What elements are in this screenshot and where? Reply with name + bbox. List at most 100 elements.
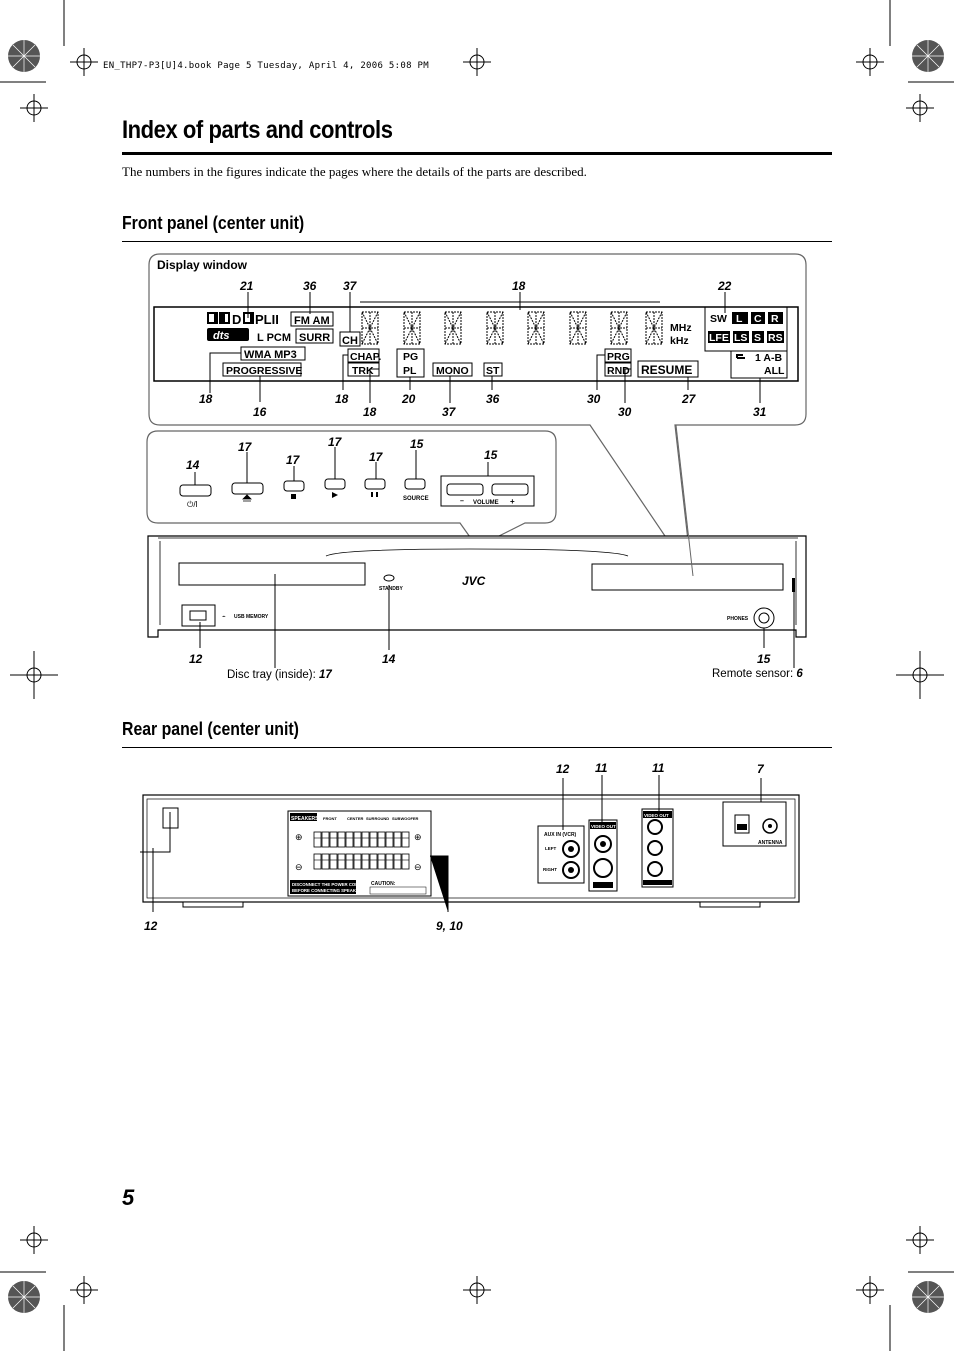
rs-indicator-box xyxy=(767,331,784,343)
speaker-terminal[interactable] xyxy=(353,831,362,848)
rear-top-number: 11 xyxy=(652,761,665,775)
volume-up-button[interactable] xyxy=(491,483,529,496)
minus-terminal-icon: ⊖ xyxy=(414,862,422,872)
s-video-jack[interactable] xyxy=(593,858,613,878)
page-title: Index of parts and controls xyxy=(122,116,393,144)
speaker-terminal[interactable] xyxy=(393,831,402,848)
progressive-indicator: PROGRESSIVE xyxy=(226,365,302,377)
speaker-terminal[interactable] xyxy=(401,831,410,848)
unit-side-bevels xyxy=(159,541,797,625)
display-bottom-number: 18 xyxy=(199,392,213,406)
pg-indicator: PG xyxy=(403,351,418,363)
st-indicator-box xyxy=(483,362,503,377)
power-icon: ⏻/I xyxy=(187,500,198,509)
display-bottom-number: 30 xyxy=(587,392,601,406)
disc-tray[interactable] xyxy=(178,562,366,586)
speaker-terminal[interactable] xyxy=(345,831,354,848)
component-pb-jack[interactable] xyxy=(647,840,663,856)
prg-indicator: PRG xyxy=(607,351,630,363)
display-bottom-number: 18 xyxy=(335,392,349,406)
video-out-panel xyxy=(588,819,618,892)
disc-tray-caption: Disc tray (inside): 17 xyxy=(227,669,332,681)
speakers-label: SPEAKERS xyxy=(291,816,319,822)
minus-terminal-icon: ⊖ xyxy=(295,862,303,872)
button-number: 17 xyxy=(328,435,343,449)
speaker-terminal[interactable] xyxy=(393,853,402,870)
lpcm-indicator: L PCM xyxy=(257,332,291,344)
disconnect-warning-line2: BEFORE CONNECTING SPEAKERS xyxy=(292,888,365,893)
speaker-terminal[interactable] xyxy=(321,853,330,870)
video-out-label-box xyxy=(590,822,616,829)
speaker-terminal[interactable] xyxy=(361,853,370,870)
ls-indicator-box xyxy=(733,331,749,343)
intro-text: The numbers in the figures indicate the … xyxy=(122,164,587,179)
speaker-terminal[interactable] xyxy=(337,831,346,848)
r-indicator: R xyxy=(771,313,779,325)
progressive-indicator-box xyxy=(222,362,302,377)
mono-indicator: MONO xyxy=(436,365,469,377)
title-rule xyxy=(122,152,832,155)
mhz-indicator: MHz xyxy=(670,322,692,334)
disconnect-warning-box xyxy=(290,880,356,894)
speakers-label-box xyxy=(290,813,317,821)
plus-terminal-icon: ⊕ xyxy=(295,832,303,842)
speaker-terminal[interactable] xyxy=(377,853,386,870)
speaker-terminal[interactable] xyxy=(337,853,346,870)
phones-label: PHONES xyxy=(727,616,749,622)
remote-sensor xyxy=(792,578,795,592)
component-y-jack[interactable] xyxy=(647,819,663,835)
pause-button[interactable] xyxy=(364,478,386,490)
speaker-terminal[interactable] xyxy=(377,831,386,848)
display-top-number: 21 xyxy=(239,279,254,293)
button-number: 17 xyxy=(238,440,253,454)
speaker-terminal[interactable] xyxy=(329,831,338,848)
segment-cell xyxy=(569,311,587,345)
dts-icon-text: dts xyxy=(213,330,230,342)
surr-indicator: SURR xyxy=(299,332,330,344)
speaker-terminal[interactable] xyxy=(313,853,322,870)
speaker-terminal[interactable] xyxy=(369,831,378,848)
play-icon xyxy=(332,492,338,498)
fm-antenna-jack-pin xyxy=(768,824,772,828)
surround-label: SURROUND xyxy=(366,816,389,821)
rear-section-rule xyxy=(122,747,832,748)
speaker-terminal[interactable] xyxy=(345,853,354,870)
rear-top-number: 7 xyxy=(757,762,765,776)
component-label-box xyxy=(643,811,672,818)
source-button[interactable] xyxy=(404,478,426,490)
center-unit-rear-body xyxy=(142,794,800,903)
aux-in-label: AUX IN (VCR) xyxy=(544,832,577,838)
aux-left-jack-pin xyxy=(568,846,574,852)
speaker-terminal[interactable] xyxy=(313,831,322,848)
speaker-terminal[interactable] xyxy=(361,831,370,848)
speaker-terminal[interactable] xyxy=(329,853,338,870)
display-top-number: 22 xyxy=(717,279,732,293)
svg-text:D: D xyxy=(232,312,241,327)
pl-indicator: PL xyxy=(403,365,417,377)
rear-top-number: 12 xyxy=(556,762,570,776)
resume-indicator: RESUME xyxy=(641,363,692,377)
r-indicator-box xyxy=(768,312,783,324)
dts-icon xyxy=(207,328,249,341)
top-groove xyxy=(325,548,629,557)
segment-cell xyxy=(361,311,379,345)
speaker-terminal[interactable] xyxy=(385,831,394,848)
am-loop-terminal-clip xyxy=(737,824,747,830)
component-bottom-label xyxy=(643,880,672,885)
speaker-terminal[interactable] xyxy=(369,853,378,870)
disconnect-warning-line1: DISCONNECT THE POWER CORD xyxy=(292,882,361,887)
display-bottom-number: 31 xyxy=(753,405,767,419)
caution-label: CAUTION: xyxy=(371,881,396,887)
center-label: CENTER xyxy=(347,816,364,821)
speaker-terminal[interactable] xyxy=(401,853,410,870)
c-indicator: C xyxy=(754,313,762,325)
video-out-label: VIDEO OUT xyxy=(591,824,616,829)
speaker-terminal[interactable] xyxy=(321,831,330,848)
speaker-terminal[interactable] xyxy=(385,853,394,870)
volume-down-button[interactable] xyxy=(446,483,484,496)
display-window xyxy=(153,306,799,382)
volume-label: VOLUME xyxy=(473,500,499,506)
speaker-terminal[interactable] xyxy=(353,853,362,870)
component-pr-jack[interactable] xyxy=(647,861,663,877)
speaker-terminals[interactable] xyxy=(313,831,410,870)
